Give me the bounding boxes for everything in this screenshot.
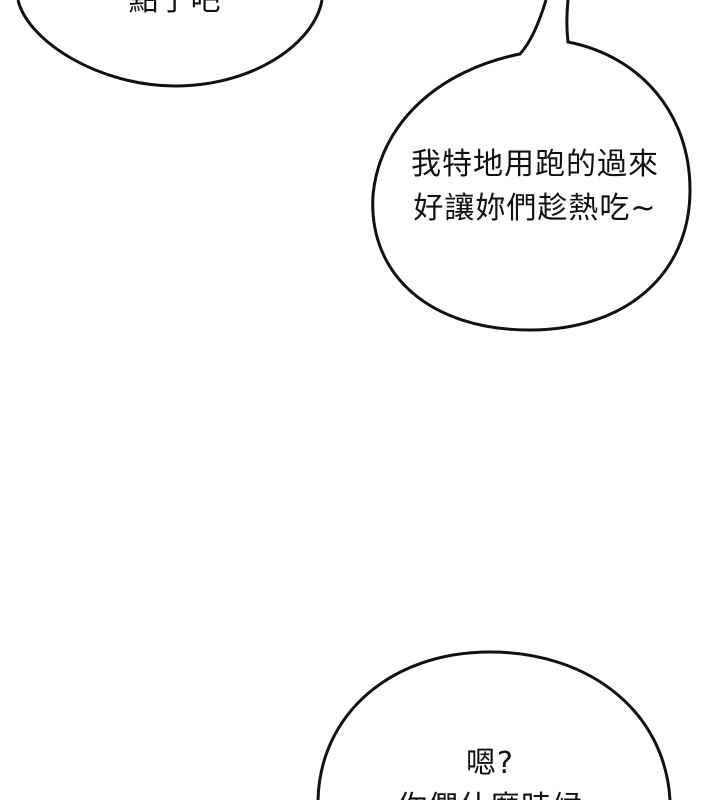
speech-bubble-bottom-text: 嗯? 你們什麼時候 <box>355 742 625 800</box>
speech-bubble-top-text: 點了吧 <box>95 0 255 20</box>
speech-bubble-top-left <box>16 0 324 88</box>
speech-bubble-middle-line-2: 好讓妳們趁熱吃~ <box>413 191 657 226</box>
speech-bubble-middle-text: 我特地用跑的過來 好讓妳們趁熱吃~ <box>390 143 680 231</box>
speech-bubble-bottom-line-2: 你們什麼時候 <box>355 786 625 800</box>
speech-bubble-top-line-1: 點了吧 <box>128 0 222 18</box>
speech-bubble-bottom-right <box>316 650 672 800</box>
speech-bubble-middle-line-1: 我特地用跑的過來 <box>411 147 659 182</box>
speech-bubble-middle-right <box>371 0 692 332</box>
speech-bubble-bottom-line-1: 嗯? <box>466 746 514 781</box>
